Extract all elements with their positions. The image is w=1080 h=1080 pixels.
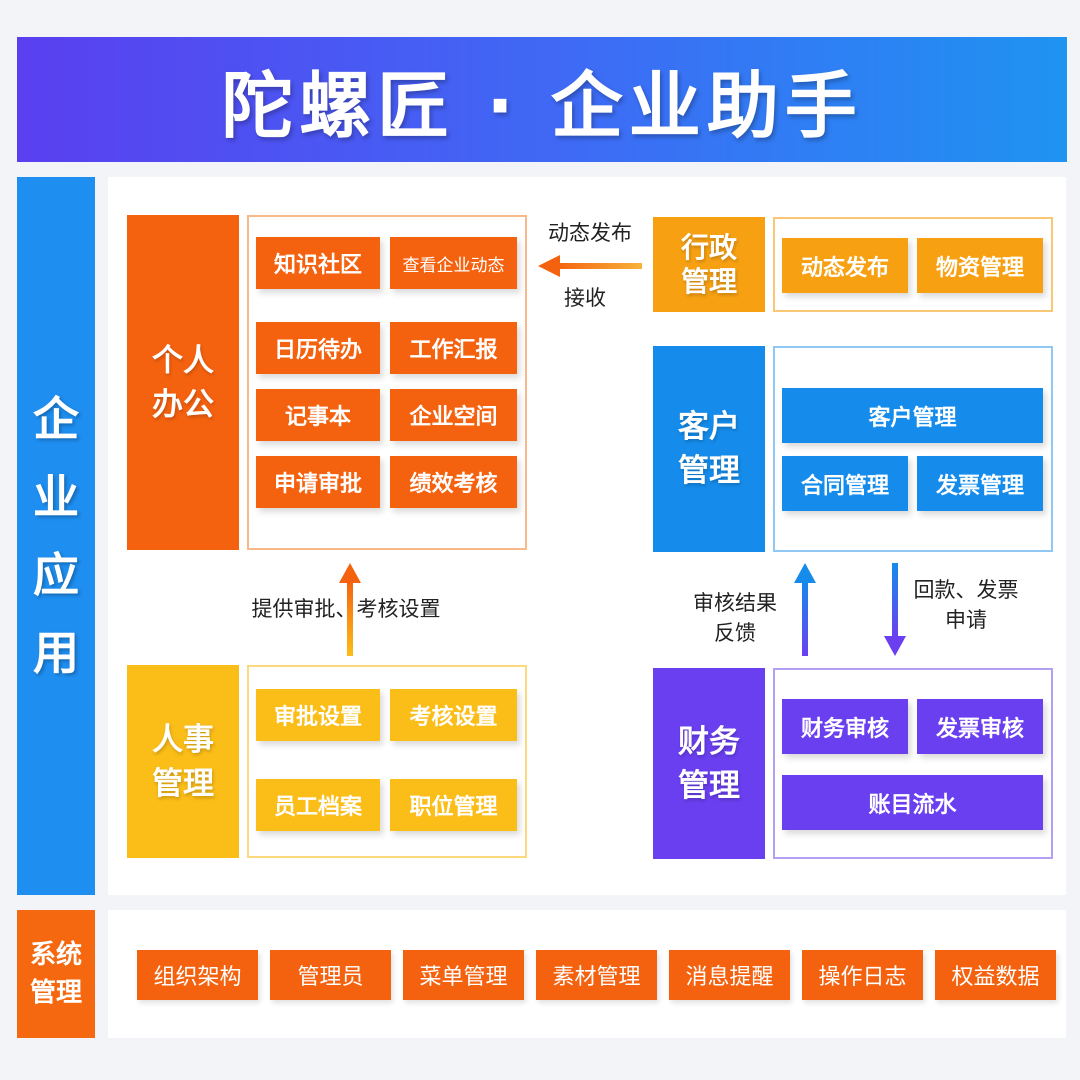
module-performance-review[interactable]: 绩效考核	[390, 456, 517, 508]
enterprise-apps-text: 企业应用	[33, 392, 79, 680]
sys-menu-mgmt[interactable]: 菜单管理	[403, 950, 524, 1000]
enterprise-apps-label: 企业应用	[17, 177, 95, 895]
hr-category: 人事管理	[127, 665, 239, 858]
module-invoice-mgmt[interactable]: 发票管理	[917, 456, 1043, 511]
customer-title: 客户管理	[678, 409, 740, 489]
module-company-space[interactable]: 企业空间	[390, 389, 517, 441]
module-notebook[interactable]: 记事本	[256, 389, 380, 441]
customer-frame	[773, 346, 1053, 552]
app-title: 陀螺匠 · 企业助手	[221, 64, 863, 148]
module-materials-mgmt[interactable]: 物资管理	[917, 238, 1043, 293]
module-account-ledger[interactable]: 账目流水	[782, 775, 1043, 830]
personal-office-category: 个人办公	[127, 215, 239, 550]
sys-administrators[interactable]: 管理员	[270, 950, 391, 1000]
finance-frame	[773, 668, 1053, 859]
module-company-news[interactable]: 查看企业动态	[390, 237, 517, 289]
system-mgmt-text: 系统管理	[29, 940, 82, 1008]
module-work-report[interactable]: 工作汇报	[390, 322, 517, 374]
hr-title: 人事管理	[152, 721, 214, 802]
flow-label-provide-settings: 提供审批、考核设置	[251, 597, 441, 621]
module-calendar-todo[interactable]: 日历待办	[256, 322, 380, 374]
app-header: 陀螺匠 · 企业助手	[17, 37, 1067, 162]
module-apply-approval[interactable]: 申请审批	[256, 456, 380, 508]
flow-label-review-feedback: 审核结果反馈	[693, 591, 777, 645]
module-approval-settings[interactable]: 审批设置	[256, 689, 380, 741]
sys-benefits-data[interactable]: 权益数据	[935, 950, 1056, 1000]
module-finance-review[interactable]: 财务审核	[782, 699, 908, 754]
flow-label-post-news: 动态发布	[548, 221, 632, 245]
module-employee-records[interactable]: 员工档案	[256, 779, 380, 831]
module-post-news[interactable]: 动态发布	[782, 238, 908, 293]
system-mgmt-label: 系统管理	[17, 910, 95, 1038]
module-position-mgmt[interactable]: 职位管理	[390, 779, 517, 831]
admin-category: 行政管理	[653, 217, 765, 312]
sys-operation-log[interactable]: 操作日志	[802, 950, 923, 1000]
module-review-settings[interactable]: 考核设置	[390, 689, 517, 741]
sys-org-structure[interactable]: 组织架构	[137, 950, 258, 1000]
admin-title: 行政管理	[680, 230, 737, 298]
finance-title: 财务管理	[678, 723, 740, 804]
sys-notifications[interactable]: 消息提醒	[669, 950, 790, 1000]
module-invoice-review[interactable]: 发票审核	[917, 699, 1043, 754]
module-customer-mgmt[interactable]: 客户管理	[782, 388, 1043, 443]
module-knowledge-community[interactable]: 知识社区	[256, 237, 380, 289]
flow-label-receive: 接收	[564, 286, 606, 310]
sys-materials-mgmt[interactable]: 素材管理	[536, 950, 657, 1000]
flow-label-payment-invoice: 回款、发票申请	[913, 578, 1019, 632]
finance-category: 财务管理	[653, 668, 765, 859]
module-contract-mgmt[interactable]: 合同管理	[782, 456, 908, 511]
customer-category: 客户管理	[653, 346, 765, 552]
personal-office-title: 个人办公	[152, 342, 214, 423]
